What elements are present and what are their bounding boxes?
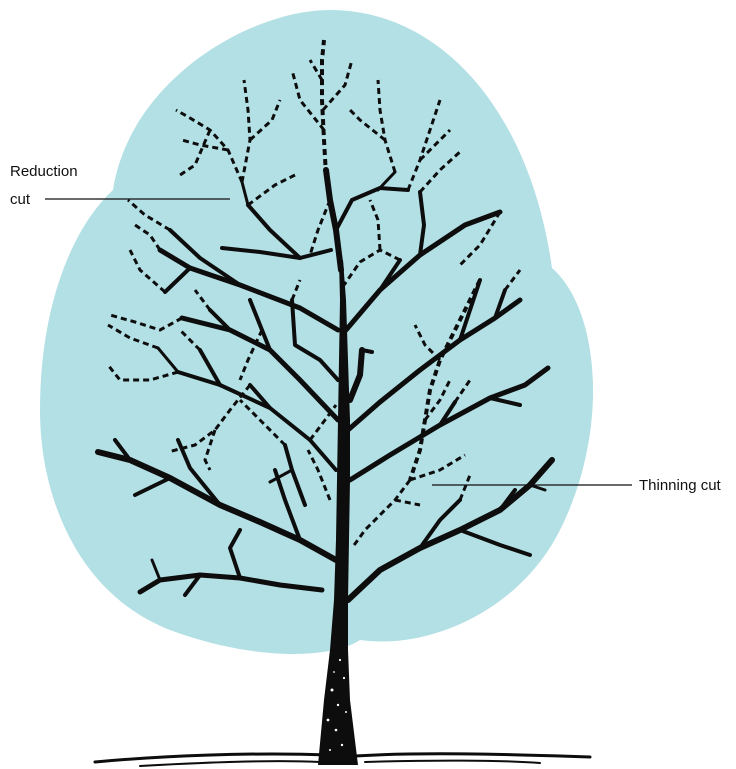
thinning-cut-label: Thinning cut [639, 477, 722, 494]
reduction-cut-label-line2: cut [10, 191, 31, 208]
canopy-silhouette [40, 10, 593, 654]
reduction-cut-label-line1: Reduction [10, 163, 78, 180]
